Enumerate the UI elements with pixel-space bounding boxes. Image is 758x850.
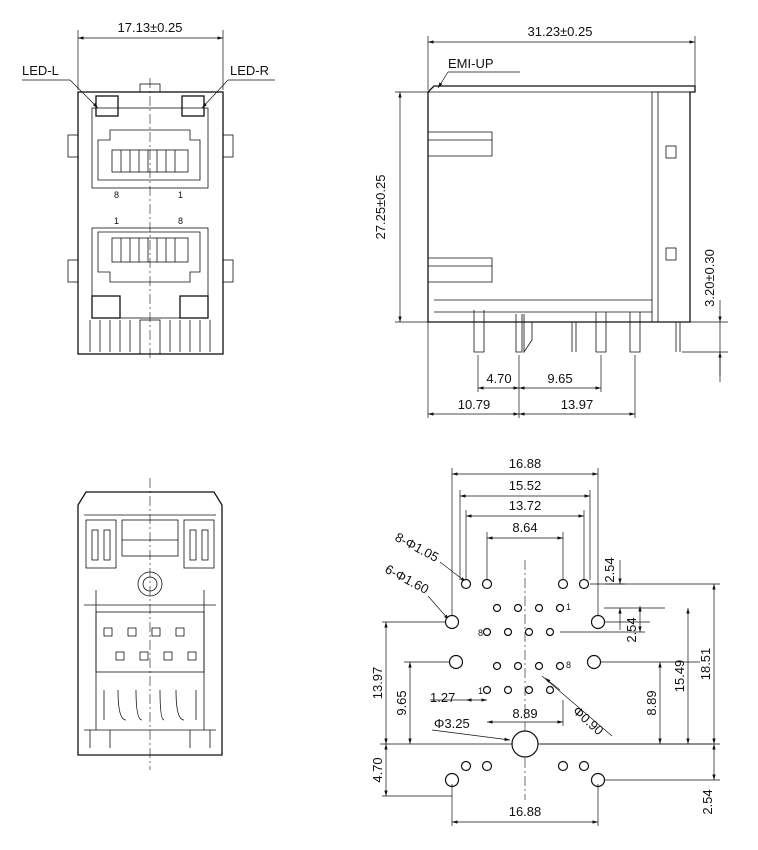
- fp-w-13-72: 13.72: [509, 498, 542, 513]
- bottom-view: [77, 478, 223, 770]
- lower-pin-1: 1: [114, 216, 119, 226]
- fp-v-9-65: 9.65: [394, 690, 409, 715]
- led-left-label: LED-L: [22, 63, 59, 78]
- fp-w-8-64: 8.64: [512, 520, 537, 535]
- fp-h-1-27: 1.27: [430, 690, 455, 705]
- fp-v-8-89: 8.89: [644, 690, 659, 715]
- fp-v-18-51: 18.51: [698, 648, 713, 681]
- upper-pin-1: 1: [178, 190, 183, 200]
- fp-pin-1b: 1: [478, 686, 483, 696]
- dim-4-70: 4.70: [486, 371, 511, 386]
- fp-w-15-52: 15.52: [509, 478, 542, 493]
- fp-h-8-89: 8.89: [512, 706, 537, 721]
- footprint-view: 16.88 15.52 13.72 8.64 8-Φ1.05 6-Φ1.60: [370, 456, 720, 826]
- dim-13-97: 13.97: [561, 397, 594, 412]
- fp-hole-6: 6-Φ1.60: [383, 561, 432, 596]
- fp-v-13-97: 13.97: [370, 667, 385, 700]
- fp-pin-1: 1: [566, 602, 571, 612]
- led-right-label: LED-R: [230, 63, 269, 78]
- fp-pin-8b: 8: [566, 660, 571, 670]
- fp-w-bottom-16-88: 16.88: [509, 804, 542, 819]
- dim-10-79: 10.79: [458, 397, 491, 412]
- fp-v-2-54-mid: 2.54: [624, 617, 639, 642]
- fp-holes: [444, 578, 606, 788]
- side-length-dim: 31.23±0.25: [528, 24, 593, 39]
- dim-9-65: 9.65: [547, 371, 572, 386]
- side-height-dim: 27.25±0.25: [373, 175, 388, 240]
- fp-pin-8a: 8: [478, 628, 483, 638]
- fp-v-2-54-top: 2.54: [602, 557, 617, 582]
- fp-hole-8: 8-Φ1.05: [393, 529, 442, 564]
- fp-w-16-88: 16.88: [509, 456, 542, 471]
- emi-up-label: EMI-UP: [448, 56, 494, 71]
- side-view: 31.23±0.25 EMI-UP 27.25±0.25: [373, 24, 728, 418]
- pin-length-dim: 3.20±0.30: [702, 249, 717, 307]
- lower-pin-8: 8: [178, 216, 183, 226]
- front-width-dim: 17.13±0.25: [118, 20, 183, 35]
- fp-v-4-70: 4.70: [370, 757, 385, 782]
- fp-d-0-90: Φ0.90: [570, 703, 607, 738]
- front-view: 17.13±0.25 LED-L LED-R 8 1 1: [22, 20, 275, 360]
- upper-pin-8: 8: [114, 190, 119, 200]
- fp-d-3-25: Φ3.25: [434, 716, 470, 731]
- fp-v-2-54-bot: 2.54: [700, 789, 715, 814]
- fp-v-15-49: 15.49: [672, 660, 687, 693]
